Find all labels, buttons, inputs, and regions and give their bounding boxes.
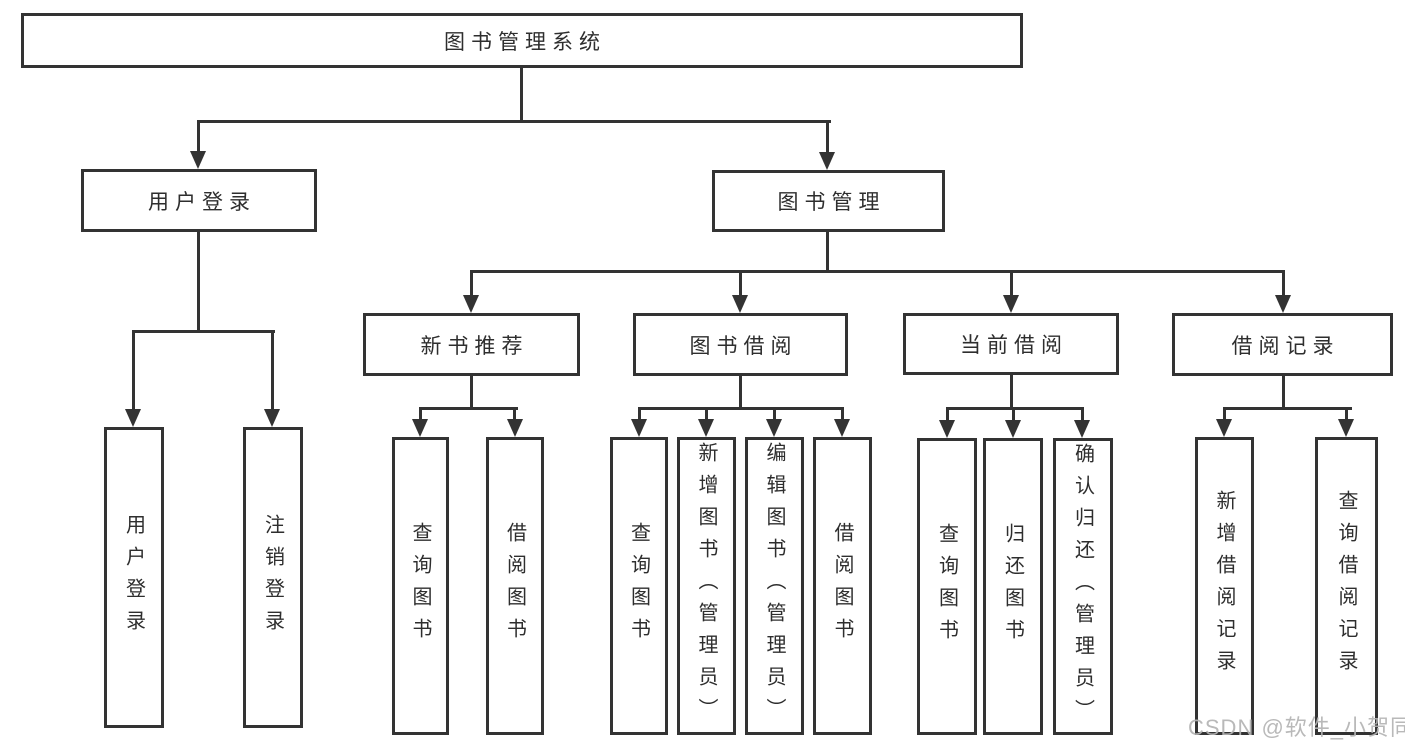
leaf-label: 注销登录: [261, 513, 284, 642]
connector-records-hline: [1223, 407, 1352, 410]
arrowhead-add-borrow-record: [1216, 419, 1232, 437]
leaf-edit-book-admin: 编辑图书（管理员）: [745, 437, 804, 735]
arrowhead-leaf-logout: [264, 409, 280, 427]
leaf-label: 借阅图书: [831, 522, 853, 650]
arrowhead-current-borrowing: [1003, 295, 1019, 313]
connector-mgmt-stem: [826, 232, 829, 273]
node-label: 图书借阅: [689, 334, 798, 358]
connector-l2-left-shaft: [197, 120, 200, 153]
connector-root-stem: [520, 68, 523, 123]
connector-records-shaft-1: [1223, 407, 1226, 421]
connector-l3-shaft-records: [1282, 270, 1285, 297]
connector-borrowing-shaft-3: [773, 407, 776, 421]
connector-user-hline: [132, 330, 275, 333]
arrowhead-borrowing-records: [1275, 295, 1291, 313]
leaf-search-books-current: 查询图书: [917, 438, 977, 735]
connector-recommend-shaft-2: [513, 407, 516, 421]
leaf-label: 查询借阅记录: [1335, 490, 1357, 682]
node-label: 当前借阅: [960, 334, 1068, 357]
leaf-search-books-borrowing: 查询图书: [610, 437, 668, 735]
node-label: 图书管理: [777, 191, 886, 214]
arrowhead-confirm-return-admin: [1074, 420, 1090, 438]
connector-l3-hline: [470, 270, 1285, 273]
leaf-user-login: 用户登录: [104, 427, 164, 728]
connector-recommend-stem: [470, 376, 473, 410]
node-current-borrowing: 当前借阅: [903, 313, 1119, 375]
leaf-add-borrow-record: 新增借阅记录: [1195, 437, 1254, 735]
node-label: 用户登录: [148, 190, 256, 214]
arrowhead-borrow-books-borrowing: [834, 419, 850, 437]
arrowhead-search-books-current: [939, 420, 955, 438]
leaf-logout: 注销登录: [243, 427, 303, 728]
leaf-borrow-books-recommend: 借阅图书: [486, 437, 544, 735]
leaf-label: 新增图书（管理员）: [695, 442, 717, 730]
connector-borrowing-stem: [739, 376, 742, 410]
node-label: 图书管理系统: [444, 30, 606, 54]
arrowhead-leaf-user-login: [125, 409, 141, 427]
connector-l3-shaft-current: [1010, 270, 1013, 297]
node-user-login: 用户登录: [81, 169, 317, 232]
connector-recommend-hline: [419, 407, 518, 410]
connector-user-left-shaft: [132, 330, 135, 411]
connector-user-right-shaft: [271, 330, 274, 411]
leaf-label: 编辑图书（管理员）: [763, 442, 785, 730]
leaf-search-books-recommend: 查询图书: [392, 437, 449, 735]
leaf-search-borrow-record: 查询借阅记录: [1315, 437, 1378, 735]
connector-borrowing-shaft-1: [638, 407, 641, 421]
leaf-return-books: 归还图书: [983, 438, 1043, 735]
connector-l2-right-shaft: [826, 120, 829, 154]
arrowhead-add-book-admin: [698, 419, 714, 437]
arrowhead-book-management: [819, 152, 835, 170]
connector-current-shaft-1: [946, 407, 949, 422]
connector-l3-shaft-recommend: [470, 270, 473, 297]
connector-current-shaft-2: [1012, 407, 1015, 422]
arrowhead-new-book-recommendation: [463, 295, 479, 313]
connector-current-shaft-3: [1081, 407, 1084, 422]
node-label: 借阅记录: [1231, 334, 1340, 358]
arrowhead-book-borrowing: [732, 295, 748, 313]
connector-borrowing-hline: [638, 407, 844, 410]
arrowhead-search-books-borrowing: [631, 419, 647, 437]
leaf-borrow-books-borrowing: 借阅图书: [813, 437, 872, 735]
connector-current-stem: [1010, 375, 1013, 410]
connector-borrowing-shaft-2: [705, 407, 708, 421]
node-book-borrowing: 图书借阅: [633, 313, 848, 376]
leaf-label: 用户登录: [122, 513, 145, 642]
arrowhead-user-login: [190, 151, 206, 169]
leaf-label: 查询图书: [627, 522, 650, 650]
connector-borrowing-shaft-4: [841, 407, 844, 421]
leaf-add-book-admin: 新增图书（管理员）: [677, 437, 736, 735]
node-new-book-recommendation: 新书推荐: [363, 313, 580, 376]
connector-records-stem: [1282, 376, 1285, 410]
arrowhead-return-books: [1005, 420, 1021, 438]
watermark: CSDN @软件_小贺同学: [1188, 715, 1405, 740]
leaf-confirm-return-admin: 确认归还（管理员）: [1053, 438, 1113, 735]
node-borrowing-records: 借阅记录: [1172, 313, 1393, 376]
leaf-label: 查询图书: [935, 522, 958, 651]
connector-user-stem: [197, 232, 200, 333]
node-label: 新书推荐: [420, 334, 529, 358]
node-book-management: 图书管理: [712, 170, 945, 232]
connector-l2-hline: [197, 120, 831, 123]
arrowhead-search-books-recommend: [412, 419, 428, 437]
arrowhead-search-borrow-record: [1338, 419, 1354, 437]
leaf-label: 查询图书: [409, 522, 431, 650]
arrowhead-edit-book-admin: [766, 419, 782, 437]
arrowhead-borrow-books-recommend: [507, 419, 523, 437]
leaf-label: 确认归还（管理员）: [1071, 442, 1094, 731]
connector-recommend-shaft-1: [419, 407, 422, 421]
connector-records-shaft-2: [1345, 407, 1348, 421]
connector-l3-shaft-borrowing: [739, 270, 742, 297]
leaf-label: 借阅图书: [503, 522, 526, 650]
node-library-management-system: 图书管理系统: [21, 13, 1023, 68]
leaf-label: 归还图书: [1001, 522, 1024, 651]
leaf-label: 新增借阅记录: [1213, 490, 1235, 682]
